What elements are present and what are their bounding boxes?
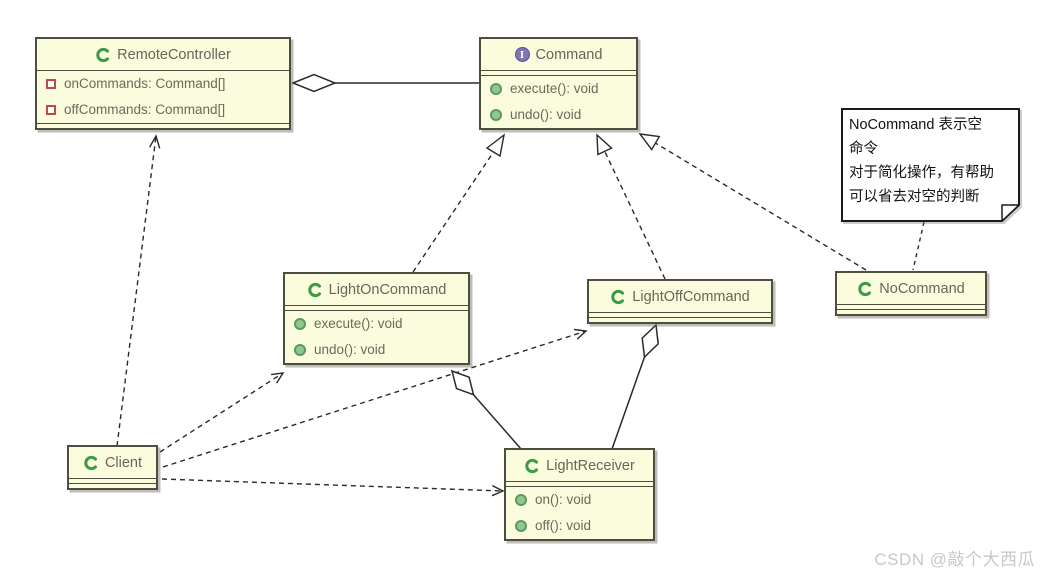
dependency-client-remotecontroller[interactable]: [116, 134, 161, 447]
class-lightoncommand[interactable]: LightOnCommand execute(): void undo(): v…: [283, 272, 470, 365]
attribute-text: onCommands: Command[]: [64, 76, 226, 91]
class-icon: [525, 458, 539, 473]
empty-methods-compartment: [37, 123, 289, 128]
method-row: on(): void: [506, 487, 653, 513]
class-title: Client: [69, 447, 156, 478]
class-title: LightOnCommand: [285, 274, 468, 305]
class-title: LightOffCommand: [589, 281, 771, 312]
public-method-icon: [515, 494, 527, 506]
public-method-icon: [515, 520, 527, 532]
method-text: undo(): void: [510, 107, 582, 122]
empty-attributes-compartment: [285, 305, 468, 310]
realization-lightoffcommand-command[interactable]: [596, 133, 666, 280]
note-shape: [841, 108, 1020, 222]
class-name: Command: [535, 46, 603, 63]
private-field-icon: [46, 105, 56, 115]
class-icon: [858, 281, 872, 296]
class-icon: [84, 455, 97, 470]
class-remotecontroller[interactable]: RemoteController onCommands: Command[] o…: [35, 37, 291, 130]
public-method-icon: [490, 109, 502, 121]
class-icon: [96, 47, 110, 62]
empty-methods-compartment: [837, 309, 985, 314]
empty-attributes-compartment: [69, 478, 156, 483]
csdn-watermark: CSDN @敲个大西瓜: [874, 550, 1035, 569]
class-name: RemoteController: [117, 46, 231, 63]
public-method-icon: [294, 318, 306, 330]
note-link-nocommand[interactable]: [912, 221, 925, 271]
method-text: undo(): void: [314, 342, 386, 357]
class-client[interactable]: Client: [67, 445, 158, 490]
method-row: execute(): void: [285, 311, 468, 337]
uml-note[interactable]: NoCommand 表示空 命令 对于简化操作，有帮助 可以省去对空的判断: [841, 108, 1020, 222]
class-title: NoCommand: [837, 273, 985, 304]
realization-nocommand-command[interactable]: [638, 133, 867, 271]
class-name: NoCommand: [879, 280, 965, 297]
class-name: LightOnCommand: [328, 281, 447, 298]
methods-compartment: execute(): void undo(): void: [481, 75, 636, 128]
note-fold-corner: [1001, 204, 1020, 222]
empty-attributes-compartment: [506, 481, 653, 486]
note-text: NoCommand 表示空 命令 对于简化操作，有帮助 可以省去对空的判断: [849, 113, 1014, 209]
interface-command[interactable]: I Command execute(): void undo(): void: [479, 37, 638, 130]
dependency-client-lightreceiver[interactable]: [161, 478, 505, 497]
class-nocommand[interactable]: NoCommand: [835, 271, 987, 316]
methods-compartment: execute(): void undo(): void: [285, 310, 468, 363]
class-icon: [307, 282, 321, 297]
aggregation-lightoncommand-lightreceiver[interactable]: [450, 369, 522, 450]
class-title: I Command: [481, 39, 636, 70]
empty-attributes-compartment: [837, 304, 985, 309]
note-line: 可以省去对空的判断: [849, 189, 980, 205]
methods-compartment: on(): void off(): void: [506, 486, 653, 539]
class-title: LightReceiver: [506, 450, 653, 481]
class-lightreceiver[interactable]: LightReceiver on(): void off(): void: [504, 448, 655, 541]
note-line: NoCommand 表示空: [849, 117, 982, 133]
attribute-row: offCommands: Command[]: [37, 97, 289, 123]
public-method-icon: [294, 344, 306, 356]
method-row: undo(): void: [285, 337, 468, 363]
class-name: LightReceiver: [546, 457, 635, 474]
dependency-client-lightoffcommand[interactable]: [162, 328, 588, 468]
class-name: Client: [104, 454, 143, 471]
attribute-text: offCommands: Command[]: [64, 102, 226, 117]
dependency-client-lightoncommand[interactable]: [159, 372, 285, 453]
method-text: off(): void: [535, 518, 592, 533]
aggregation-lightoffcommand-lightreceiver[interactable]: [611, 323, 659, 450]
class-name: LightOffCommand: [632, 288, 750, 305]
empty-methods-compartment: [69, 483, 156, 488]
realization-lightoncommand-command[interactable]: [412, 133, 506, 273]
method-row: execute(): void: [481, 76, 636, 102]
interface-icon: I: [514, 47, 530, 62]
attributes-compartment: onCommands: Command[] offCommands: Comma…: [37, 70, 289, 123]
class-icon: [611, 289, 625, 304]
attribute-row: onCommands: Command[]: [37, 71, 289, 97]
class-title: RemoteController: [37, 39, 289, 70]
method-text: execute(): void: [314, 316, 403, 331]
public-method-icon: [490, 83, 502, 95]
empty-attributes-compartment: [481, 70, 636, 75]
method-row: undo(): void: [481, 102, 636, 128]
empty-attributes-compartment: [589, 312, 771, 317]
note-line: 对于简化操作，有帮助: [849, 165, 994, 181]
note-line: 命令: [849, 141, 878, 157]
empty-methods-compartment: [589, 317, 771, 322]
aggregation-remotecontroller-command[interactable]: [291, 73, 480, 93]
method-row: off(): void: [506, 513, 653, 539]
class-lightoffcommand[interactable]: LightOffCommand: [587, 279, 773, 324]
method-text: execute(): void: [510, 81, 599, 96]
private-field-icon: [46, 79, 56, 89]
method-text: on(): void: [535, 492, 592, 507]
